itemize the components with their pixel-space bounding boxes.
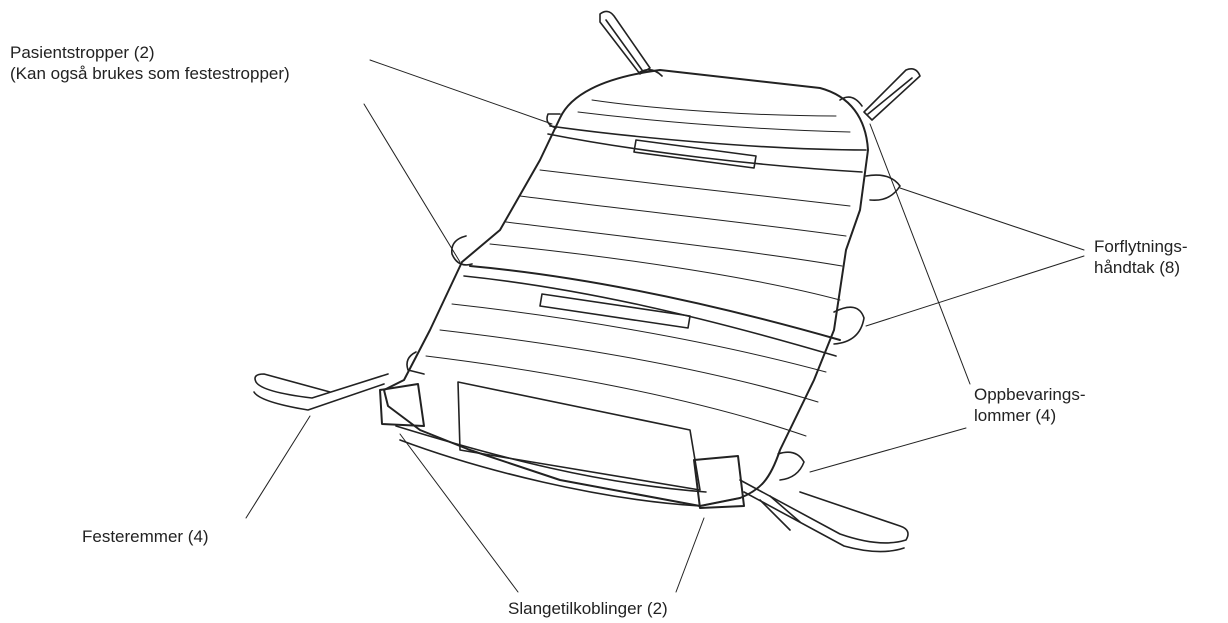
- top-straps: [600, 11, 920, 120]
- fastening-belts: [254, 374, 908, 552]
- label-hose-connectors: Slangetilkoblinger (2): [508, 598, 668, 619]
- label-transfer-handles-line1: Forflytnings-: [1094, 236, 1188, 257]
- label-transfer-handles: Forflytnings- håndtak (8): [1094, 236, 1188, 278]
- label-transfer-handles-line2: håndtak (8): [1094, 257, 1188, 278]
- label-storage-pockets: Oppbevarings- lommer (4): [974, 384, 1086, 426]
- label-fastening-belts: Festeremmer (4): [82, 526, 209, 547]
- label-storage-pockets-line2: lommer (4): [974, 405, 1086, 426]
- label-patient-straps-line1: Pasientstropper (2): [10, 42, 290, 63]
- label-storage-pockets-line1: Oppbevarings-: [974, 384, 1086, 405]
- label-patient-straps: Pasientstropper (2) (Kan også brukes som…: [10, 42, 290, 84]
- mattress-body: [384, 70, 868, 506]
- label-patient-straps-line2: (Kan også brukes som festestropper): [10, 63, 290, 84]
